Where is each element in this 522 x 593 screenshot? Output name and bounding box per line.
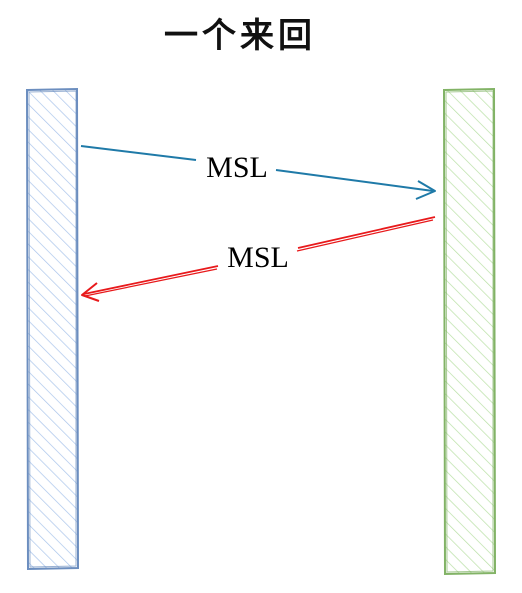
left-lifeline <box>25 87 80 571</box>
diagram-title: 一个来回 <box>164 16 316 56</box>
arrowhead-icon <box>81 282 100 302</box>
message-label-response: MSL <box>227 241 289 274</box>
message-arrow-request: MSL <box>80 145 436 200</box>
right-lifeline <box>442 87 497 576</box>
message-label-request: MSL <box>206 151 268 184</box>
message-arrow-response: MSL <box>81 216 436 302</box>
arrowhead-icon <box>415 180 436 200</box>
